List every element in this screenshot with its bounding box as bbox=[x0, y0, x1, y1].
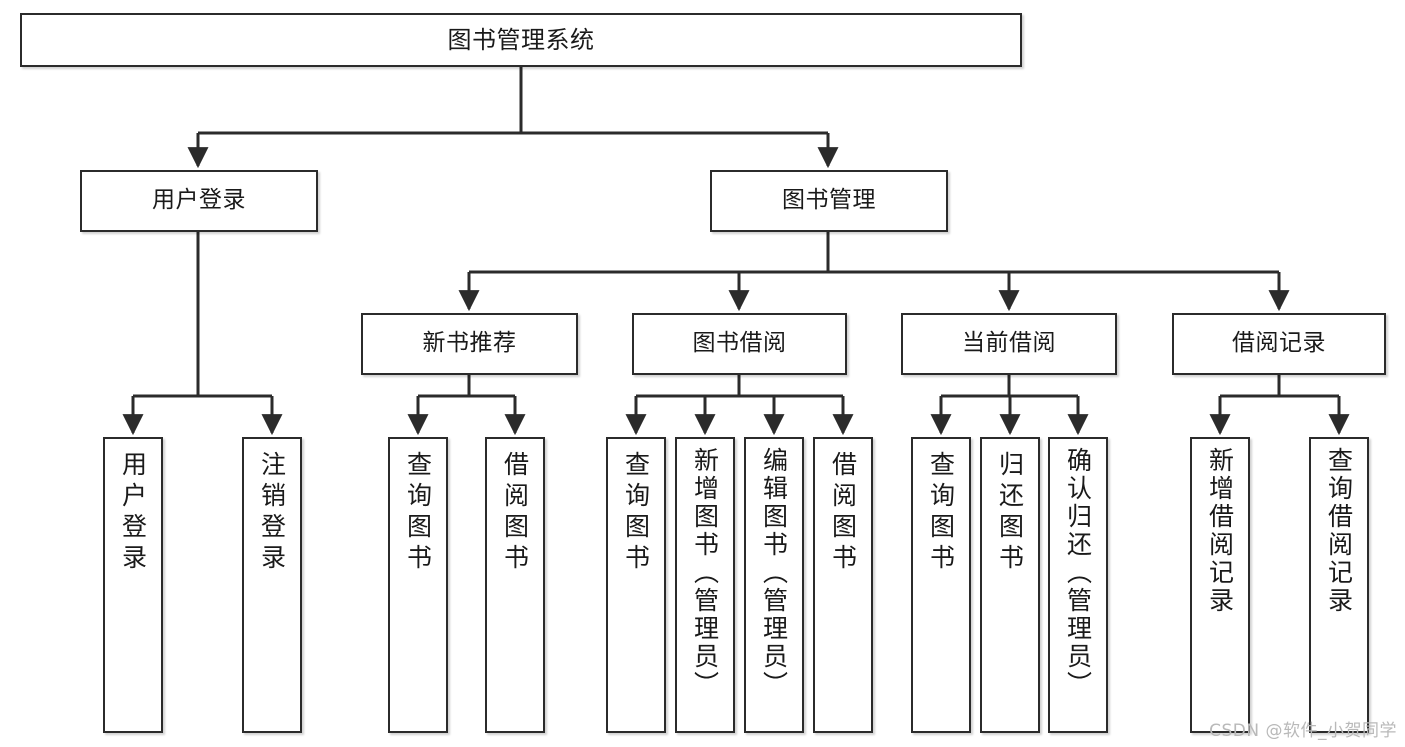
node-leaf-query-book-3-label: 查询图书 bbox=[926, 451, 956, 575]
node-leaf-confirm-return-label: 确认归还（管理员） bbox=[1063, 447, 1093, 699]
node-borrow-record-label: 借阅记录 bbox=[1232, 330, 1326, 357]
node-leaf-add-book[interactable]: 新增图书（管理员） bbox=[675, 437, 735, 733]
node-book-manage[interactable]: 图书管理 bbox=[710, 170, 948, 232]
node-leaf-user-login[interactable]: 用户登录 bbox=[103, 437, 163, 733]
node-leaf-borrow-book-1[interactable]: 借阅图书 bbox=[485, 437, 545, 733]
node-leaf-add-book-label: 新增图书（管理员） bbox=[690, 447, 720, 699]
node-book-manage-label: 图书管理 bbox=[782, 187, 876, 214]
node-user-login-label: 用户登录 bbox=[152, 187, 246, 214]
node-leaf-return-book[interactable]: 归还图书 bbox=[980, 437, 1040, 733]
node-borrow-record[interactable]: 借阅记录 bbox=[1172, 313, 1386, 375]
node-leaf-borrow-book-1-label: 借阅图书 bbox=[500, 451, 530, 575]
node-leaf-query-book-2-label: 查询图书 bbox=[621, 451, 651, 575]
node-leaf-logout[interactable]: 注销登录 bbox=[242, 437, 302, 733]
node-current-borrow-label: 当前借阅 bbox=[962, 330, 1056, 357]
node-leaf-add-record[interactable]: 新增借阅记录 bbox=[1190, 437, 1250, 733]
node-user-login[interactable]: 用户登录 bbox=[80, 170, 318, 232]
node-leaf-confirm-return[interactable]: 确认归还（管理员） bbox=[1048, 437, 1108, 733]
node-leaf-query-record[interactable]: 查询借阅记录 bbox=[1309, 437, 1369, 733]
node-leaf-query-book-1-label: 查询图书 bbox=[403, 451, 433, 575]
node-root-label: 图书管理系统 bbox=[447, 25, 595, 54]
node-leaf-query-book-3[interactable]: 查询图书 bbox=[911, 437, 971, 733]
node-leaf-query-book-1[interactable]: 查询图书 bbox=[388, 437, 448, 733]
node-leaf-edit-book[interactable]: 编辑图书（管理员） bbox=[744, 437, 804, 733]
node-leaf-return-book-label: 归还图书 bbox=[995, 451, 1025, 575]
node-leaf-add-record-label: 新增借阅记录 bbox=[1205, 447, 1235, 615]
node-book-borrow-label: 图书借阅 bbox=[692, 330, 787, 357]
node-leaf-edit-book-label: 编辑图书（管理员） bbox=[759, 447, 789, 699]
node-new-book-recommend-label: 新书推荐 bbox=[422, 330, 517, 357]
node-leaf-user-login-label: 用户登录 bbox=[118, 451, 148, 575]
node-current-borrow[interactable]: 当前借阅 bbox=[901, 313, 1117, 375]
node-leaf-query-book-2[interactable]: 查询图书 bbox=[606, 437, 666, 733]
node-new-book-recommend[interactable]: 新书推荐 bbox=[361, 313, 578, 375]
node-leaf-query-record-label: 查询借阅记录 bbox=[1324, 447, 1354, 615]
node-root[interactable]: 图书管理系统 bbox=[20, 13, 1022, 67]
node-book-borrow[interactable]: 图书借阅 bbox=[632, 313, 847, 375]
node-leaf-borrow-book-2[interactable]: 借阅图书 bbox=[813, 437, 873, 733]
node-leaf-logout-label: 注销登录 bbox=[257, 451, 287, 575]
node-leaf-borrow-book-2-label: 借阅图书 bbox=[828, 451, 858, 575]
